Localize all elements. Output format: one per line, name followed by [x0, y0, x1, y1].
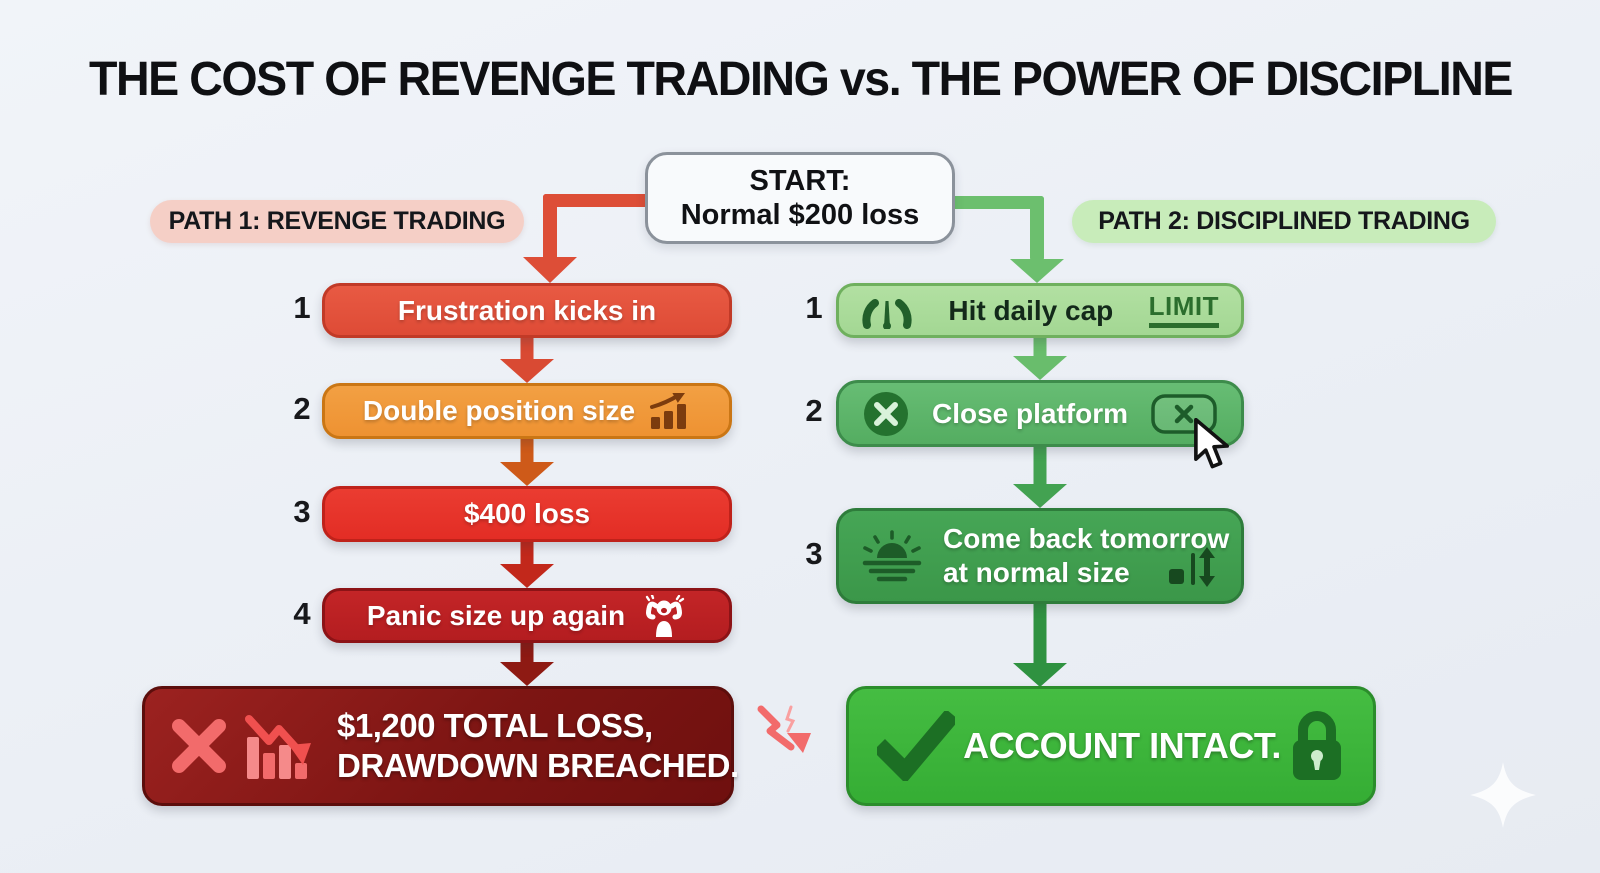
disciplined-step2-box: Close platform [836, 380, 1244, 447]
disciplined-step1-box: Hit daily cap LIMIT [836, 283, 1244, 338]
gauge-icon [862, 298, 912, 329]
page-title: THE COST OF REVENGE TRADING vs. THE POWE… [88, 53, 1513, 106]
disciplined-step3-box: Come back tomorrow at normal size [836, 508, 1244, 604]
revenge-step1-label: Frustration kicks in [397, 294, 657, 326]
start-node: START: Normal $200 loss [645, 152, 955, 244]
disciplined-outcome-label: ACCOUNT INTACT. [963, 725, 1281, 766]
revenge-outcome-line2: DRAWDOWN BREACHED. [337, 747, 739, 784]
disciplined-step3-text: Come back tomorrow at normal size [943, 522, 1229, 590]
x-circle-icon [864, 391, 908, 436]
x-mark-icon [172, 719, 226, 773]
disciplined-arrow-3 [1013, 603, 1067, 687]
disciplined-outcome-box: ACCOUNT INTACT. [846, 686, 1376, 806]
revenge-step3-box: $400 loss [322, 486, 732, 542]
disciplined-step3-number: 3 [805, 536, 823, 571]
path2-badge: PATH 2: DISCIPLINED TRADING [1072, 200, 1496, 243]
revenge-step4-number: 4 [293, 596, 311, 631]
disciplined-step2-label: Close platform [931, 397, 1129, 429]
panic-person-icon [645, 594, 685, 637]
disciplined-step2-number: 2 [805, 393, 823, 428]
disciplined-arrow-1 [1013, 338, 1067, 380]
revenge-arrow-4 [500, 643, 554, 686]
start-to-disciplined-connector [950, 196, 1064, 283]
revenge-step2-number: 2 [293, 391, 311, 426]
crash-chart-icon [245, 715, 311, 779]
revenge-step4-box: Panic size up again [322, 588, 732, 643]
crash-arrow-icon [757, 705, 811, 753]
path1-badge: PATH 1: REVENGE TRADING [150, 200, 524, 243]
revenge-step4-label: Panic size up again [366, 599, 626, 631]
revenge-arrow-3 [500, 542, 554, 588]
revenge-step3-number: 3 [293, 494, 311, 529]
disciplined-step3-line1: Come back tomorrow [943, 522, 1230, 554]
revenge-arrow-1 [500, 338, 554, 383]
limit-tag: LIMIT [1148, 293, 1219, 328]
sparkle-icon [1470, 762, 1536, 828]
revenge-step1-number: 1 [293, 290, 311, 325]
revenge-step2-box: Double position size [322, 383, 732, 439]
start-line2: Normal $200 loss [680, 199, 920, 231]
revenge-step2-label: Double position size [362, 395, 636, 426]
size-adjust-icon [1169, 547, 1215, 587]
cursor-icon [1194, 418, 1229, 469]
revenge-arrow-2 [500, 439, 554, 486]
bar-chart-up-icon [650, 393, 687, 429]
disciplined-arrow-2 [1013, 447, 1067, 508]
revenge-outcome-line1: $1,200 TOTAL LOSS, [337, 707, 653, 745]
sunrise-icon [862, 530, 922, 582]
revenge-step1-box: Frustration kicks in [322, 283, 732, 338]
disciplined-step3-line2: at normal size [943, 557, 1130, 588]
disciplined-step1-label: Hit daily cap [948, 294, 1114, 326]
start-to-revenge-connector [523, 194, 656, 283]
revenge-step3-label: $400 loss [463, 498, 591, 529]
revenge-outcome-box: $1,200 TOTAL LOSS, DRAWDOWN BREACHED. [142, 686, 811, 806]
checkmark-icon [877, 711, 955, 781]
start-line1: START: [749, 164, 851, 197]
disciplined-step1-number: 1 [805, 290, 823, 325]
lock-icon [1293, 711, 1341, 780]
revenge-outcome-text: $1,200 TOTAL LOSS, DRAWDOWN BREACHED. [337, 706, 739, 785]
